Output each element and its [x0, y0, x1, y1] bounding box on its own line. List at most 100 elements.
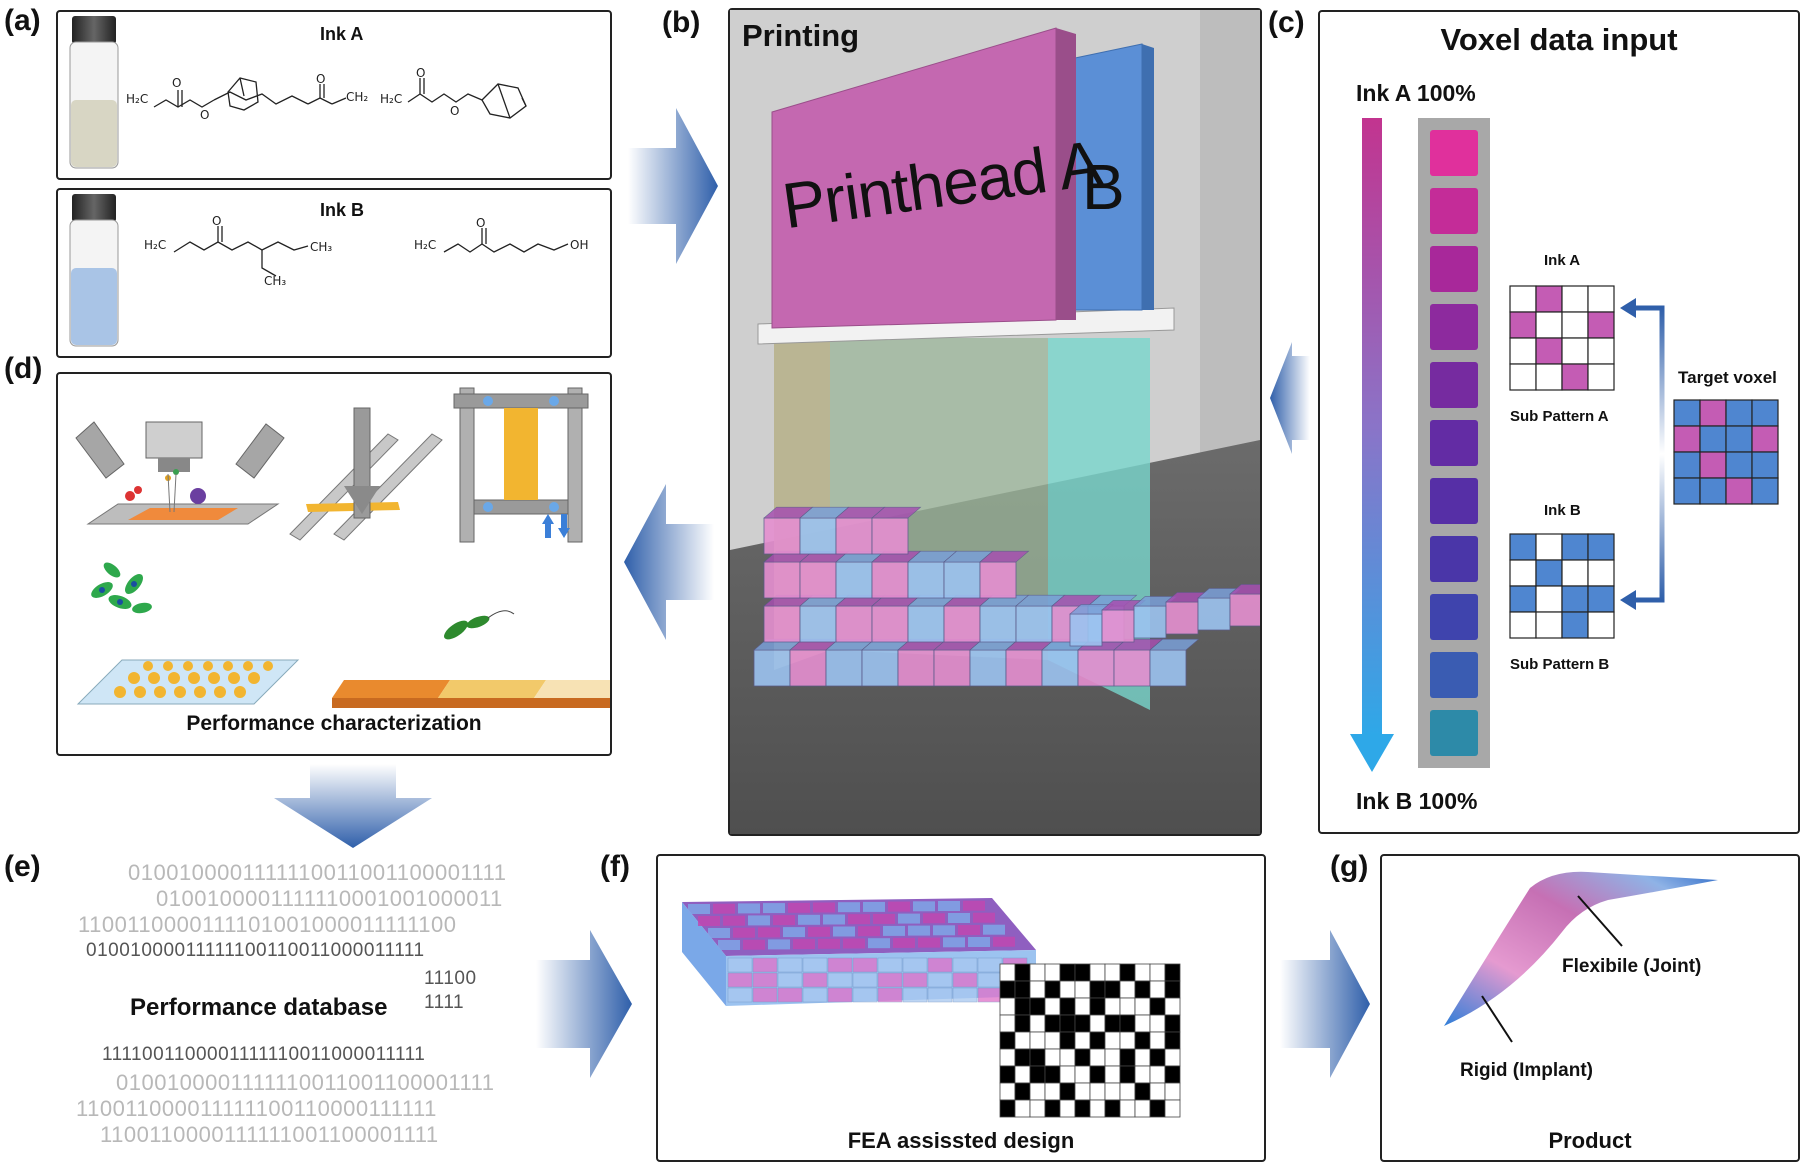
fea-grid-cell — [1014, 1031, 1031, 1050]
sub-b-cell — [1561, 585, 1589, 613]
chem-label-ch2: CH₂ — [346, 90, 369, 104]
voxel-stack — [753, 506, 1260, 687]
fea-front-cell — [927, 972, 953, 988]
panel-label-e: (e) — [4, 850, 41, 883]
fea-front-cell — [877, 957, 903, 973]
sub-b-cell — [1509, 585, 1537, 613]
printhead-b-label: B — [1082, 151, 1125, 223]
panel-c-box: Voxel data input Ink A 100% Ink B 100% I… — [1318, 10, 1800, 834]
fea-front-cell — [752, 957, 778, 973]
chem-label-o-3: O — [316, 72, 326, 86]
chem-label-ch3-1: CH₃ — [310, 240, 333, 254]
sub-b-cell — [1587, 533, 1615, 561]
fea-grid-cell — [1029, 1014, 1046, 1033]
fea-grid-cell — [1104, 1014, 1121, 1033]
panel-f-box: FEA assissted design — [656, 854, 1266, 1162]
fea-block-cell — [773, 915, 795, 926]
fea-grid-cell — [1029, 963, 1046, 982]
target-cell — [1673, 451, 1701, 479]
fea-block-cell — [968, 937, 990, 947]
fea-grid-cell — [1059, 1099, 1076, 1118]
fea-front-cell — [902, 987, 928, 1003]
chem-label-h2c-4: H₂C — [414, 238, 437, 252]
binary-line-2: 0100100001111110001001000011 — [156, 886, 503, 911]
panel-d-caption: Performance characterization — [186, 712, 482, 735]
fea-block-cell — [813, 902, 835, 913]
arrow-d-to-e — [274, 764, 432, 848]
fea-grid-cell — [999, 1031, 1016, 1050]
sub-a-cell — [1587, 311, 1615, 339]
fea-block-cell — [898, 913, 920, 924]
fea-block-cell — [888, 901, 910, 912]
fea-grid-cell — [1104, 963, 1121, 982]
voxel-cube — [1069, 613, 1103, 647]
fea-front-cell — [852, 957, 878, 973]
fea-grid-cell — [1104, 1031, 1121, 1050]
fea-grid-cell — [1059, 1082, 1076, 1101]
voxel-cube — [943, 561, 981, 599]
voxel-cube — [1015, 605, 1053, 643]
sub-a-ink-label: Ink A — [1544, 252, 1581, 269]
fea-grid-cell — [1089, 963, 1106, 982]
sub-a-cell — [1561, 337, 1589, 365]
fea-grid-cell — [999, 997, 1016, 1016]
target-cell — [1699, 451, 1727, 479]
target-cell — [1751, 451, 1779, 479]
voxel-cube — [861, 649, 899, 687]
sub-a-cell — [1535, 311, 1563, 339]
fea-grid-cell — [1014, 997, 1031, 1016]
fea-grid-cell — [1074, 1082, 1091, 1101]
fea-grid-cell — [1014, 963, 1031, 982]
ink-a-title: Ink A — [320, 24, 364, 44]
target-cell — [1673, 477, 1701, 505]
fea-block-cell — [823, 914, 845, 925]
voxel-cube-top — [871, 506, 922, 519]
swatch-6 — [1430, 420, 1478, 466]
ink-b-molecule-2 — [443, 228, 569, 253]
voxel-cube — [835, 605, 873, 643]
fea-grid-cell — [1059, 1065, 1076, 1084]
fea-block-cell — [858, 926, 880, 937]
bacteria-strip-illustration — [332, 610, 610, 708]
fea-block-cell — [973, 912, 995, 923]
panel-label-a: (a) — [4, 4, 41, 37]
gradient-arrow-shaft — [1362, 118, 1382, 736]
sub-pattern-b-grid — [1509, 533, 1615, 639]
fea-grid-cell — [999, 963, 1016, 982]
voxel-cube — [1113, 649, 1151, 687]
fea-block-cell — [933, 925, 955, 936]
fea-grid-cell — [1044, 963, 1061, 982]
fea-grid-cell — [1119, 997, 1136, 1016]
fea-block-cell — [938, 901, 960, 911]
sub-b-cell — [1509, 559, 1537, 587]
voxel-cube — [1149, 649, 1187, 687]
ink-b-title: Ink B — [320, 200, 365, 220]
fea-block-cell — [798, 914, 820, 925]
voxel-cube — [763, 517, 801, 555]
fea-grid-cell — [1089, 1065, 1106, 1084]
fea-grid-cell — [1089, 1031, 1106, 1050]
sub-b-cell — [1535, 533, 1563, 561]
target-cell — [1673, 425, 1701, 453]
fea-block-cell — [758, 927, 780, 938]
fea-block-cell — [768, 939, 790, 950]
rigid-implant-label: Rigid (Implant) — [1460, 1060, 1593, 1081]
fea-grid-cell — [1014, 1048, 1031, 1067]
fea-grid-cell — [1149, 997, 1166, 1016]
fea-block-cell — [923, 913, 945, 924]
panel-d-box: Performance characterization — [56, 372, 612, 756]
compression-test-illustration — [453, 387, 589, 543]
fea-grid-cell — [1059, 997, 1076, 1016]
voxel-cube — [969, 649, 1007, 687]
fea-grid-cell — [1164, 1065, 1181, 1084]
fea-grid-cell — [999, 1082, 1016, 1101]
binary-line-8: 0100100001111110011001100001111 — [116, 1070, 495, 1095]
fea-grid-cell — [1044, 1031, 1061, 1050]
arrow-e-to-f — [536, 930, 632, 1078]
panel-f-caption: FEA assissted design — [847, 1128, 1075, 1153]
fea-front-cell — [827, 987, 853, 1003]
fea-grid-cell — [999, 1014, 1016, 1033]
target-voxel-label: Target voxel — [1678, 368, 1777, 387]
ink-b-liquid — [71, 268, 117, 345]
fea-grid-cell — [1134, 997, 1151, 1016]
